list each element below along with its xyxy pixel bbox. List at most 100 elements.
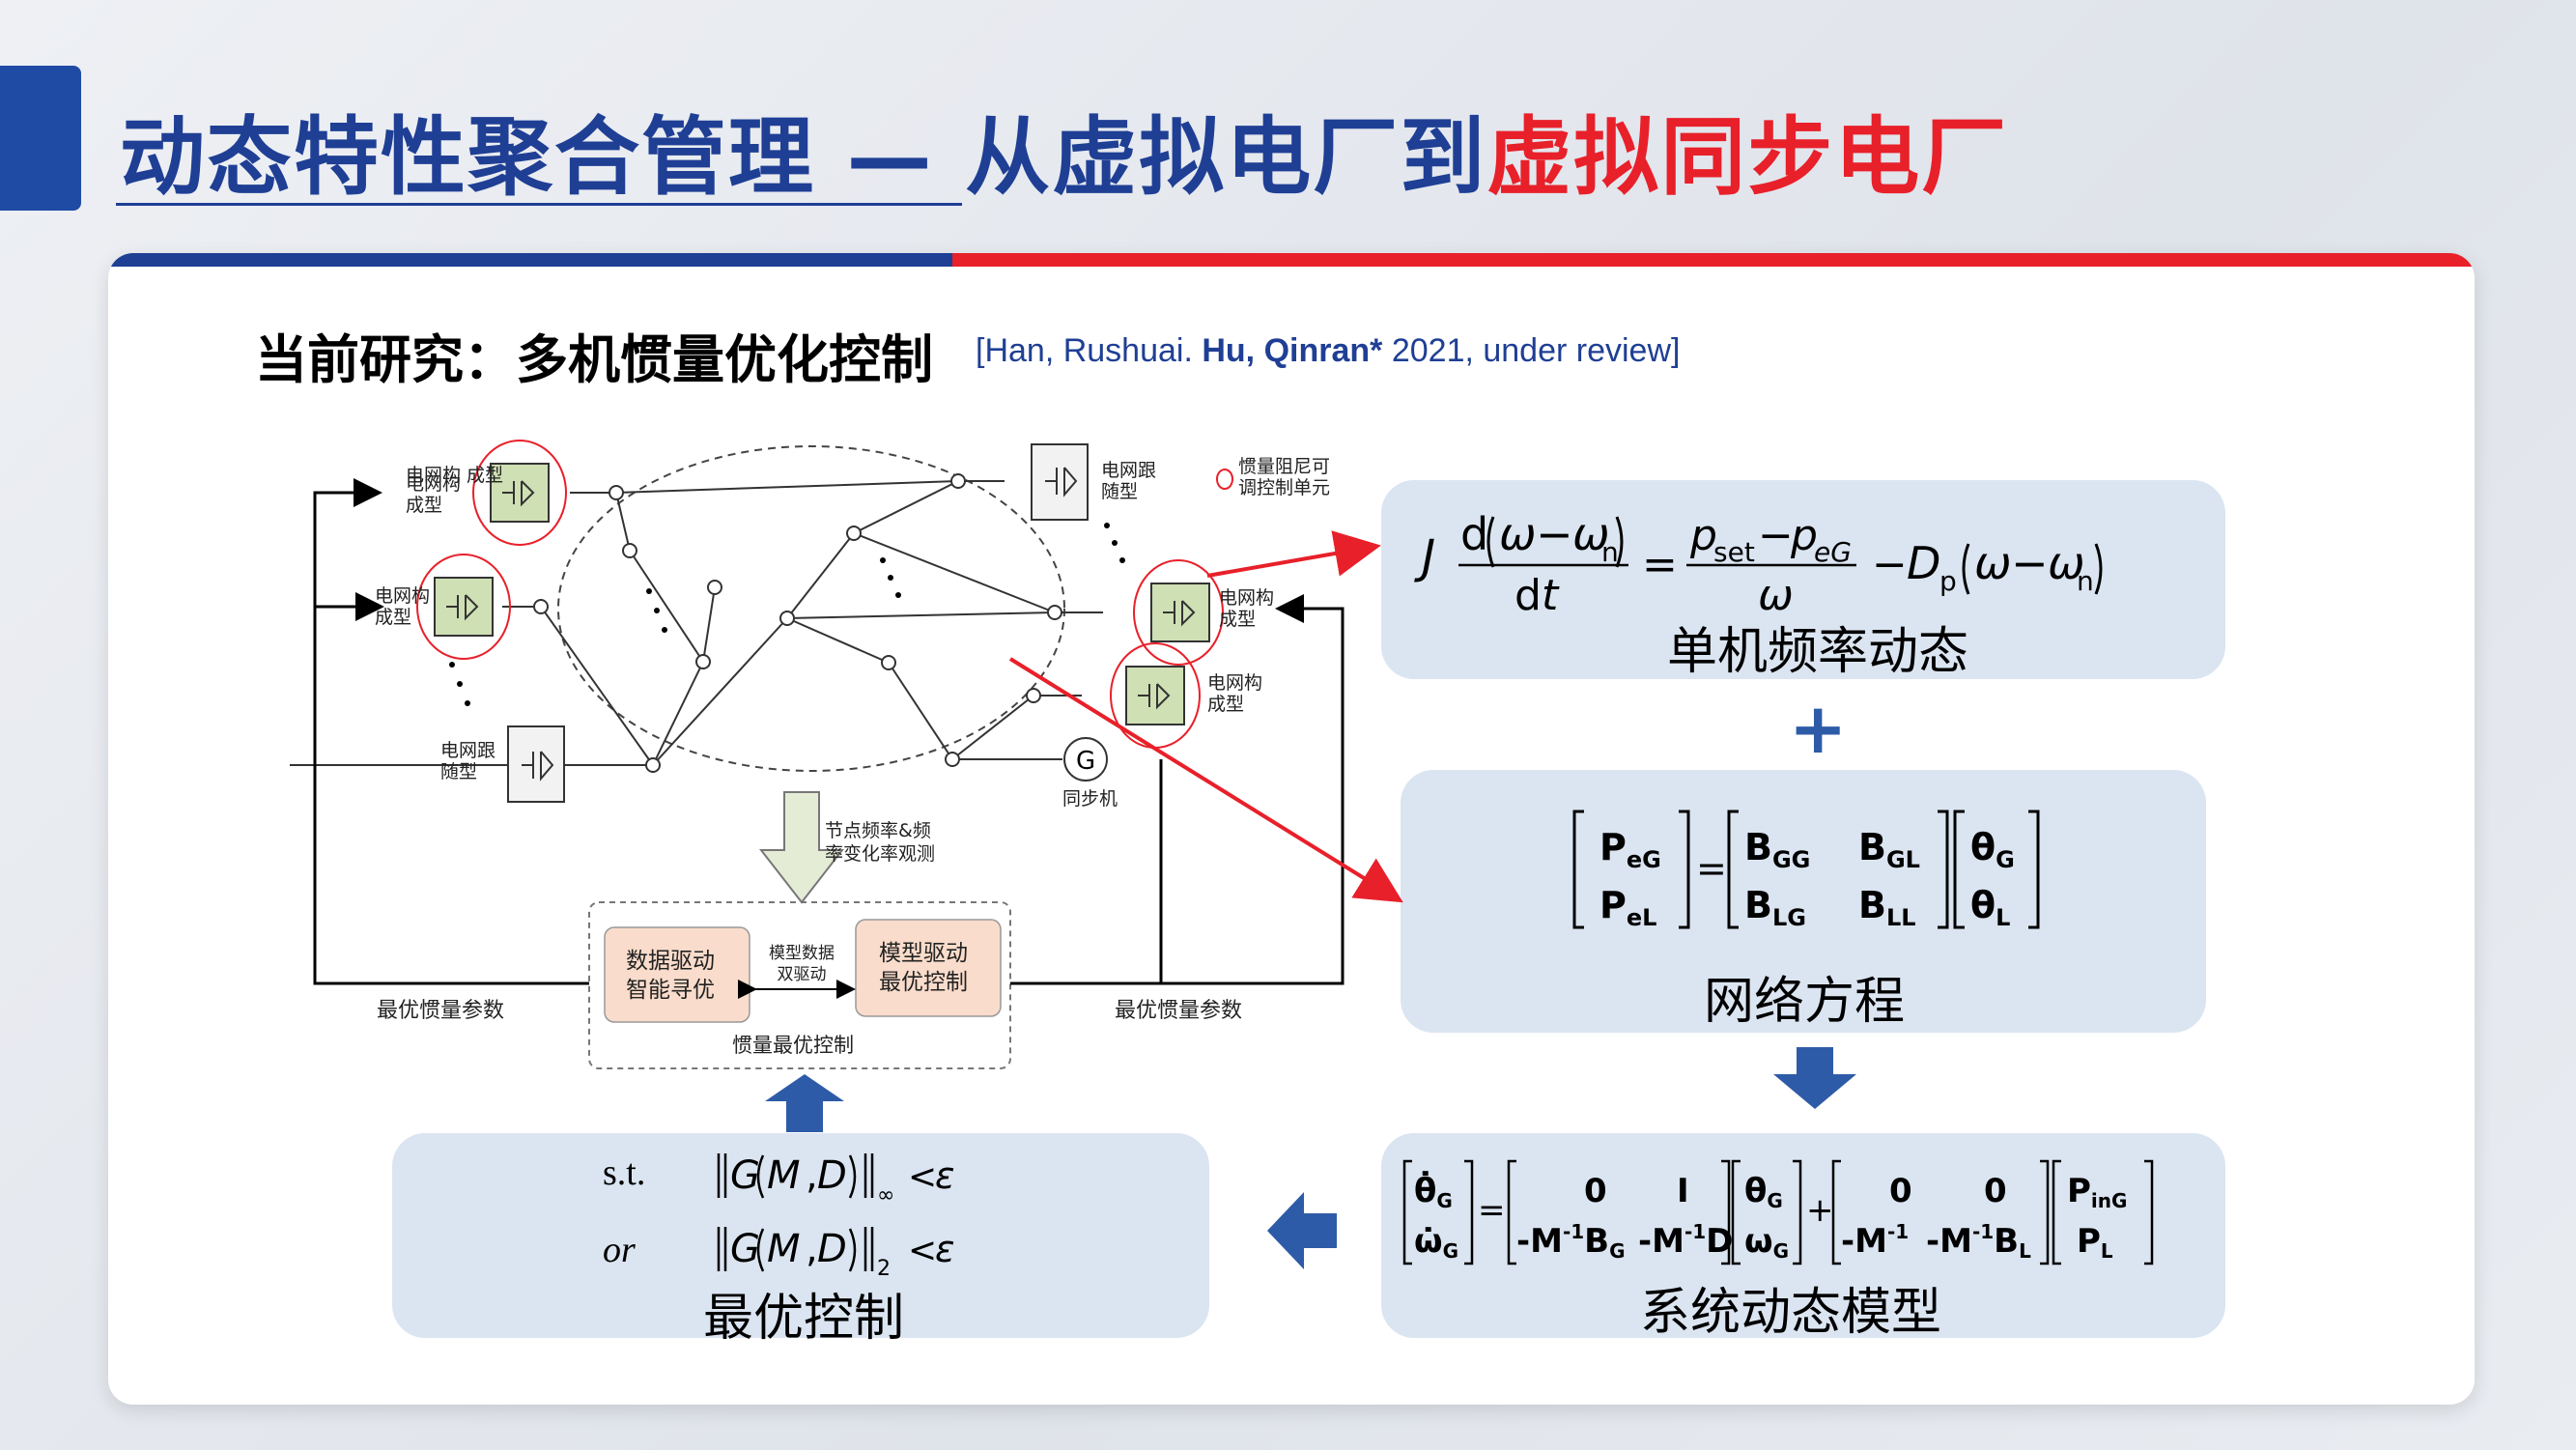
optimal-control-box	[392, 1133, 1209, 1338]
svg-text:PL: PL	[2077, 1222, 2113, 1263]
legend-red-circle-icon	[1216, 469, 1233, 490]
network-equation: PeG PeL = BGG BLG BGL BLL θG θL	[1572, 810, 2040, 931]
inertia-control-label: 惯量最优控制	[732, 1034, 854, 1057]
citation-post: 2021, under review]	[1382, 332, 1681, 369]
svg-text:ω: ω	[1974, 537, 2012, 589]
label-grid-forming-3: 电网构 成型	[1219, 587, 1275, 630]
svg-text:2: 2	[877, 1257, 891, 1275]
svg-text:∞: ∞	[877, 1183, 894, 1208]
svg-text:ωG: ωG	[1744, 1222, 1789, 1263]
arrow-left-icon	[1267, 1192, 1337, 1269]
svg-text:ω: ω	[1758, 571, 1794, 620]
svg-text:0: 0	[1584, 1172, 1607, 1210]
svg-text:D: D	[817, 1227, 847, 1271]
title-accent-tab	[0, 66, 81, 211]
generator-symbol: G	[1076, 747, 1095, 776]
svg-text:=: =	[1696, 847, 1727, 890]
svg-text:p: p	[1689, 511, 1717, 560]
svg-text:θG: θG	[1970, 826, 2015, 873]
converter-grid-following-1	[507, 725, 565, 803]
svg-text:G: G	[730, 1153, 760, 1198]
label-grid-following-2: 电网跟 随型	[1101, 460, 1157, 502]
model-driven-block	[855, 919, 1002, 1017]
svg-text:-M-1: -M-1	[1841, 1220, 1909, 1261]
card-top-bar-blue	[108, 253, 952, 267]
svg-text:d: d	[1460, 508, 1488, 560]
svg-text:set: set	[1713, 536, 1755, 568]
svg-text:dt: dt	[1514, 571, 1560, 620]
card-top-bar-red	[952, 253, 2475, 267]
plus-sign: +	[1789, 688, 1848, 769]
page-title-highlight: 虚拟同步电厂	[1486, 107, 2009, 207]
sync-machine-label: 同步机	[1062, 788, 1118, 810]
svg-text:I: I	[1677, 1172, 1689, 1210]
model-driven-label: 模型驱动 最优控制	[879, 941, 968, 995]
label-grid-following-1: 电网跟 随型	[440, 740, 496, 782]
legend-text: 惯量阻尼可 调控制单元	[1238, 456, 1331, 498]
svg-text:−: −	[2011, 537, 2049, 589]
svg-text:ω: ω	[2048, 537, 2085, 589]
network-equation-box	[1401, 770, 2206, 1033]
svg-text:ε: ε	[935, 1154, 955, 1197]
single-machine-equation: J d ω − ω n dt = p set − p eG ω − D p ω …	[1414, 508, 2103, 620]
arrow-up-icon	[765, 1074, 844, 1132]
svg-text:=: =	[1642, 540, 1678, 589]
svg-text:θG: θG	[1744, 1172, 1783, 1212]
svg-text:BGL: BGL	[1858, 826, 1920, 873]
svg-text:ω: ω	[1499, 508, 1537, 560]
svg-text:M: M	[767, 1153, 801, 1198]
optimal-params-right-label: 最优惯量参数	[1115, 999, 1243, 1023]
optimal-params-left-label: 最优惯量参数	[377, 999, 505, 1023]
svg-text:BLG: BLG	[1744, 884, 1806, 931]
single-machine-label: 单机频率动态	[1667, 623, 1969, 681]
svg-text:−: −	[1758, 511, 1794, 560]
svg-text:,: ,	[806, 1227, 818, 1271]
control-dashed-box	[588, 901, 1011, 1069]
converter-grid-following-2	[1031, 443, 1089, 521]
label-grid-forming-2: 电网构 成型	[375, 585, 431, 628]
page-title: 动态特性聚合管理 — 从虚拟电厂到虚拟同步电厂	[120, 89, 2008, 212]
data-driven-label: 数据驱动 智能寻优	[626, 949, 715, 1003]
observation-label: 节点频率&频 率变化率观测	[825, 820, 936, 865]
svg-text:−: −	[1872, 540, 1908, 589]
citation-author: Hu, Qinran*	[1202, 332, 1383, 369]
svg-text:,: ,	[806, 1153, 818, 1198]
citation-pre: [Han, Rushuai.	[976, 332, 1203, 369]
converter-grid-forming-4	[1110, 642, 1201, 749]
svg-text:PinG: PinG	[2067, 1172, 2127, 1212]
svg-text:n: n	[1601, 536, 1619, 568]
svg-text:p: p	[1790, 511, 1818, 560]
svg-text:0: 0	[1984, 1172, 2007, 1210]
converter-grid-forming-3	[1133, 559, 1224, 666]
single-machine-box	[1381, 480, 2225, 679]
svg-text:eG: eG	[1814, 536, 1852, 568]
svg-text:PeL: PeL	[1599, 884, 1656, 931]
constraint-norms: G M , D ∞ < ε G M , D 2 < ε	[717, 1153, 955, 1275]
svg-text:<: <	[908, 1231, 937, 1270]
svg-text:ω: ω	[1572, 508, 1610, 560]
svg-text:G: G	[730, 1227, 760, 1271]
constraint-or-label: or	[603, 1230, 636, 1270]
svg-text:0: 0	[1889, 1172, 1912, 1210]
optimal-control-label: 最优控制	[703, 1290, 905, 1348]
svg-text:D: D	[817, 1153, 847, 1198]
svg-text:θL: θL	[1970, 884, 2010, 931]
network-ellipse	[557, 445, 1065, 772]
network-label: 网络方程	[1704, 973, 1906, 1031]
svg-text:<: <	[908, 1157, 937, 1197]
svg-text:p: p	[1939, 565, 1957, 597]
data-driven-block	[604, 926, 750, 1023]
svg-text:-M-1BG: -M-1BG	[1516, 1220, 1626, 1263]
svg-text:-M-1BL: -M-1BL	[1926, 1220, 2031, 1263]
label-grid-forming-1: 电网构 成型	[406, 473, 462, 516]
svg-text:−: −	[1536, 508, 1573, 560]
dual-drive-label: 模型数据 双驱动	[769, 944, 835, 984]
system-model-label: 系统动态模型	[1640, 1284, 1942, 1342]
svg-text:BLL: BLL	[1858, 884, 1916, 931]
converter-grid-forming-1	[472, 440, 567, 546]
svg-text:ε: ε	[935, 1228, 955, 1270]
system-model-equation: θ̇G ω̇G = 0 I -M-1BG -M-1D θG ωG + 0 0 -…	[1402, 1159, 2154, 1265]
citation: [Han, Rushuai. Hu, Qinran* 2021, under r…	[976, 332, 1680, 370]
svg-text:-M-1D: -M-1D	[1638, 1220, 1733, 1261]
converter-grid-forming-2	[416, 554, 511, 660]
